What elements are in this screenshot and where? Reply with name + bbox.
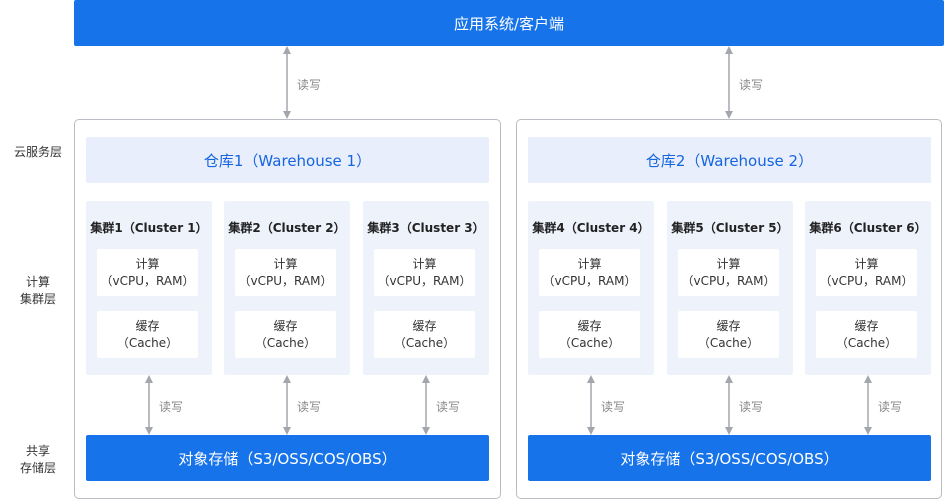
rw-label-cluster-1: 读写 [159, 400, 184, 414]
cluster-2-cache-label: 缓存 [273, 318, 298, 333]
rw-label-cluster-2: 读写 [297, 400, 322, 414]
cluster-6-cache: 缓存 （Cache） [816, 311, 917, 358]
app-client-label: 应用系统/客户端 [453, 14, 565, 33]
layer-label-storage-line2: 存储层 [19, 461, 56, 475]
rw-label-cluster-5: 读写 [739, 400, 764, 414]
cluster-6-cache-label: 缓存 [854, 318, 879, 333]
rw-label-top-2: 读写 [739, 78, 764, 92]
cluster-5-compute-label: 计算 [716, 256, 741, 271]
cluster-5-compute: 计算 （vCPU，RAM） [678, 249, 779, 296]
cluster-1-compute: 计算 （vCPU，RAM） [97, 249, 198, 296]
cluster-2-cache: 缓存 （Cache） [235, 311, 336, 358]
cluster-6-compute-detail: （vCPU，RAM） [819, 273, 914, 288]
cluster-1-compute-label: 计算 [135, 256, 160, 271]
cluster-6-cache-detail: （Cache） [835, 335, 898, 350]
cluster-6-compute: 计算 （vCPU，RAM） [816, 249, 917, 296]
warehouse-1-label: 仓库1（Warehouse 1） [203, 151, 372, 170]
cluster-3-cache: 缓存 （Cache） [374, 311, 475, 358]
cluster-1-cache-label: 缓存 [135, 318, 160, 333]
cluster-3-compute: 计算 （vCPU，RAM） [374, 249, 475, 296]
layer-label-compute-line1: 计算 [25, 275, 50, 289]
cluster-3-title: 集群3（Cluster 3） [367, 221, 485, 235]
cluster-1-compute-detail: （vCPU，RAM） [100, 273, 195, 288]
object-storage-1-label: 对象存储（S3/OSS/COS/OBS） [178, 449, 397, 468]
cluster-2-compute-detail: （vCPU，RAM） [238, 273, 333, 288]
cluster-1: 集群1（Cluster 1） 计算 （vCPU，RAM） 缓存 （Cache） [86, 201, 212, 375]
warehouse-1-header: 仓库1（Warehouse 1） [86, 137, 489, 183]
cluster-3-compute-detail: （vCPU，RAM） [377, 273, 472, 288]
cluster-2-compute-label: 计算 [273, 256, 298, 271]
rw-label-cluster-4: 读写 [601, 400, 626, 414]
layer-label-compute: 计算 集群层 [8, 274, 68, 308]
cluster-5-cache-detail: （Cache） [697, 335, 760, 350]
rw-label-cluster-3: 读写 [436, 400, 461, 414]
cluster-6-title: 集群6（Cluster 6） [809, 221, 927, 235]
cluster-5-cache-label: 缓存 [716, 318, 741, 333]
cluster-6-compute-label: 计算 [854, 256, 879, 271]
cluster-6: 集群6（Cluster 6） 计算 （vCPU，RAM） 缓存 （Cache） [805, 201, 931, 375]
object-storage-2: 对象存储（S3/OSS/COS/OBS） [528, 435, 931, 481]
cluster-4: 集群4（Cluster 4） 计算 （vCPU，RAM） 缓存 （Cache） [528, 201, 654, 375]
warehouse-2-header: 仓库2（Warehouse 2） [528, 137, 931, 183]
cluster-2: 集群2（Cluster 2） 计算 （vCPU，RAM） 缓存 （Cache） [224, 201, 350, 375]
layer-label-compute-line2: 集群层 [19, 292, 56, 306]
cluster-5-compute-detail: （vCPU，RAM） [681, 273, 776, 288]
cluster-2-compute: 计算 （vCPU，RAM） [235, 249, 336, 296]
warehouse-2-label: 仓库2（Warehouse 2） [645, 151, 814, 170]
cluster-4-cache-detail: （Cache） [558, 335, 621, 350]
cluster-5-cache: 缓存 （Cache） [678, 311, 779, 358]
cluster-5: 集群5（Cluster 5） 计算 （vCPU，RAM） 缓存 （Cache） [667, 201, 793, 375]
layer-label-cloud: 云服务层 [8, 144, 68, 161]
cluster-4-title: 集群4（Cluster 4） [532, 221, 650, 235]
cluster-4-compute-detail: （vCPU，RAM） [542, 273, 637, 288]
cluster-3-cache-detail: （Cache） [393, 335, 456, 350]
object-storage-1: 对象存储（S3/OSS/COS/OBS） [86, 435, 489, 481]
app-client-bar: 应用系统/客户端 [74, 0, 944, 46]
cluster-3-compute-label: 计算 [412, 256, 437, 271]
cluster-3-cache-label: 缓存 [412, 318, 437, 333]
rw-label-top-1: 读写 [297, 78, 322, 92]
object-storage-2-label: 对象存储（S3/OSS/COS/OBS） [620, 449, 839, 468]
cluster-4-compute-label: 计算 [577, 256, 602, 271]
layer-label-cloud-text: 云服务层 [13, 145, 62, 159]
cluster-1-cache: 缓存 （Cache） [97, 311, 198, 358]
cluster-4-cache: 缓存 （Cache） [539, 311, 640, 358]
cluster-5-title: 集群5（Cluster 5） [671, 221, 789, 235]
cluster-3: 集群3（Cluster 3） 计算 （vCPU，RAM） 缓存 （Cache） [363, 201, 489, 375]
cluster-4-cache-label: 缓存 [577, 318, 602, 333]
cluster-2-title: 集群2（Cluster 2） [228, 221, 346, 235]
layer-label-storage-line1: 共享 [25, 444, 50, 458]
cluster-1-cache-detail: （Cache） [116, 335, 179, 350]
rw-label-cluster-6: 读写 [878, 400, 903, 414]
cluster-4-compute: 计算 （vCPU，RAM） [539, 249, 640, 296]
layer-label-storage: 共享 存储层 [8, 443, 68, 477]
cluster-1-title: 集群1（Cluster 1） [90, 221, 208, 235]
cluster-2-cache-detail: （Cache） [254, 335, 317, 350]
